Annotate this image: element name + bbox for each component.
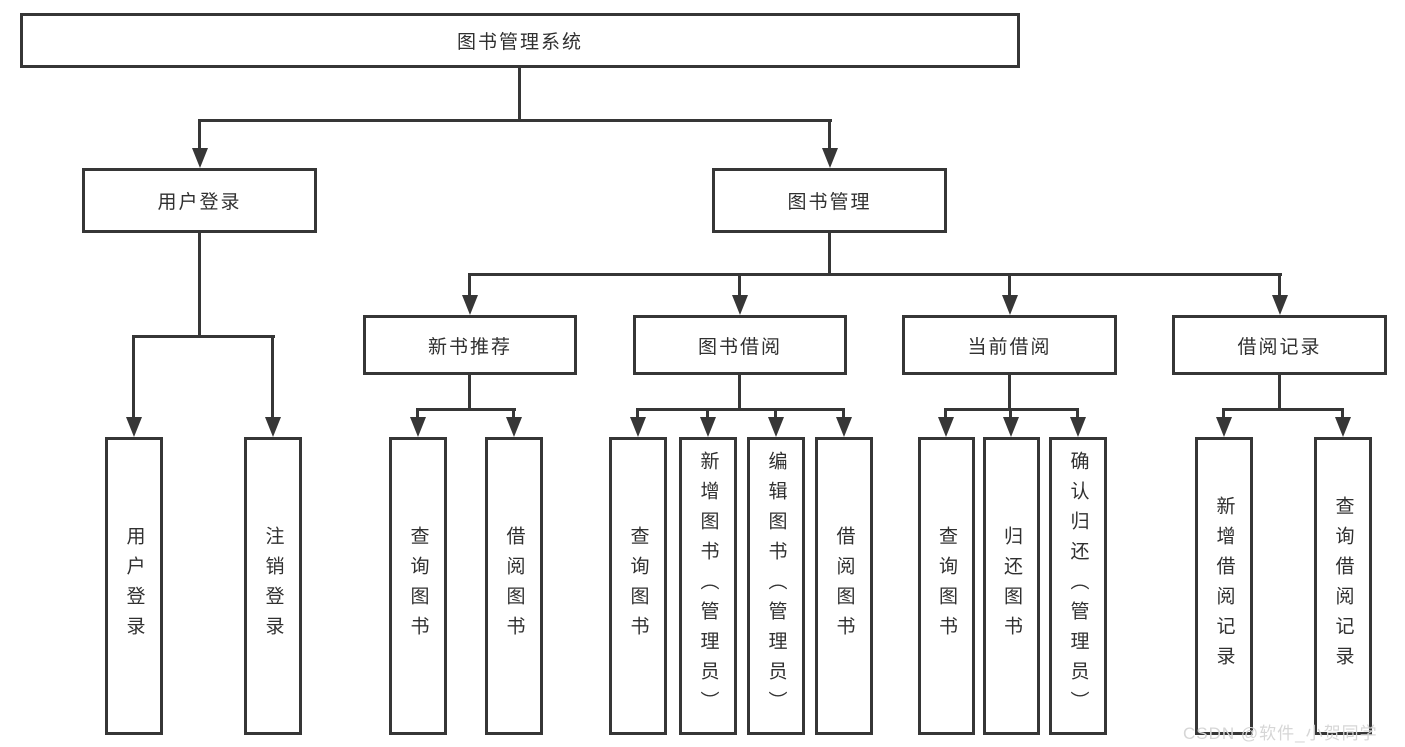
node-label: 新书推荐 <box>427 336 512 358</box>
connector-line <box>637 408 845 411</box>
connector-line <box>416 408 419 420</box>
node-label: 用户登录 <box>157 192 242 213</box>
node-current-borrowing: 当前借阅 <box>902 315 1117 375</box>
node-label: 新增借阅记录 <box>1213 496 1235 676</box>
node-label: 归还图书 <box>1001 526 1022 646</box>
connector-line <box>944 408 947 420</box>
connector-line <box>468 273 471 297</box>
node-library-management-system: 图书管理系统 <box>20 13 1020 68</box>
connector-line <box>828 119 831 151</box>
connector-line <box>1278 273 1281 297</box>
connector-line <box>468 375 471 410</box>
connector-line <box>132 335 135 419</box>
node-label: 确认归还（管理员） <box>1067 451 1089 721</box>
connector-line <box>636 408 639 420</box>
leaf-records-query-record: 查询借阅记录 <box>1314 437 1372 735</box>
arrowhead-down <box>822 148 838 168</box>
leaf-current-return-books: 归还图书 <box>983 437 1040 735</box>
connector-line <box>518 68 521 119</box>
connector-line <box>945 408 1079 411</box>
node-borrowing-records: 借阅记录 <box>1172 315 1387 375</box>
connector-line <box>1076 408 1079 420</box>
leaf-borrowing-borrow-books: 借阅图书 <box>815 437 873 735</box>
arrowhead-down <box>938 417 954 437</box>
leaf-current-query-books: 查询图书 <box>918 437 975 735</box>
node-book-management: 图书管理 <box>712 168 947 233</box>
connector-line <box>133 335 275 338</box>
arrowhead-down <box>1002 295 1018 315</box>
node-label: 借阅图书 <box>503 526 525 646</box>
leaf-borrowing-query-books: 查询图书 <box>609 437 667 735</box>
node-label: 借阅记录 <box>1237 336 1322 358</box>
arrowhead-down <box>836 417 852 437</box>
leaf-logout: 注销登录 <box>244 437 302 735</box>
connector-line <box>774 408 777 420</box>
connector-line <box>1009 408 1012 420</box>
connector-line <box>738 273 741 297</box>
node-label: 注销登录 <box>262 526 284 646</box>
arrowhead-down <box>1272 295 1288 315</box>
leaf-borrowing-edit-books-admin: 编辑图书（管理员） <box>747 437 805 735</box>
connector-line <box>198 233 201 335</box>
csdn-watermark: CSDN @软件_小贺同学 <box>1183 724 1378 743</box>
connector-line <box>1222 408 1225 420</box>
connector-line <box>842 408 845 420</box>
arrowhead-down <box>700 417 716 437</box>
arrowhead-down <box>126 417 142 437</box>
node-label: 图书管理 <box>787 192 872 213</box>
connector-line <box>1341 408 1344 420</box>
leaf-recommend-borrow-books: 借阅图书 <box>485 437 543 735</box>
node-label: 借阅图书 <box>833 526 855 646</box>
arrowhead-down <box>732 295 748 315</box>
connector-line <box>1223 408 1344 411</box>
connector-line <box>1008 273 1011 297</box>
connector-line <box>706 408 709 420</box>
arrowhead-down <box>1335 417 1351 437</box>
connector-line <box>512 408 515 420</box>
leaf-current-confirm-return-admin: 确认归还（管理员） <box>1049 437 1107 735</box>
arrowhead-down <box>1003 417 1019 437</box>
arrowhead-down <box>768 417 784 437</box>
node-new-book-recommend: 新书推荐 <box>363 315 577 375</box>
arrowhead-down <box>410 417 426 437</box>
node-user-login-group: 用户登录 <box>82 168 317 233</box>
node-label: 当前借阅 <box>967 336 1052 358</box>
connector-line <box>271 335 274 419</box>
node-label: 编辑图书（管理员） <box>765 451 787 721</box>
node-label: 查询图书 <box>627 526 649 646</box>
node-label: 新增图书（管理员） <box>697 451 719 721</box>
arrowhead-down <box>630 417 646 437</box>
node-label: 查询图书 <box>407 526 429 646</box>
connector-line <box>198 119 201 151</box>
connector-line <box>738 375 741 410</box>
connector-line <box>417 408 516 411</box>
arrowhead-down <box>462 295 478 315</box>
connector-line <box>828 233 831 275</box>
node-label: 图书借阅 <box>697 336 782 358</box>
leaf-user-login: 用户登录 <box>105 437 163 735</box>
arrowhead-down <box>1216 417 1232 437</box>
arrowhead-down <box>1070 417 1086 437</box>
node-label: 图书管理系统 <box>456 32 583 53</box>
connector-line <box>469 273 1282 276</box>
arrowhead-down <box>265 417 281 437</box>
node-label: 用户登录 <box>123 526 145 646</box>
node-book-borrowing: 图书借阅 <box>633 315 847 375</box>
connector-line <box>199 119 832 122</box>
node-label: 查询图书 <box>936 526 957 646</box>
arrowhead-down <box>192 148 208 168</box>
connector-line <box>1008 375 1011 410</box>
leaf-borrowing-add-books-admin: 新增图书（管理员） <box>679 437 737 735</box>
leaf-recommend-query-books: 查询图书 <box>389 437 447 735</box>
node-label: 查询借阅记录 <box>1332 496 1354 676</box>
leaf-records-add-record: 新增借阅记录 <box>1195 437 1253 735</box>
arrowhead-down <box>506 417 522 437</box>
connector-line <box>1278 375 1281 410</box>
